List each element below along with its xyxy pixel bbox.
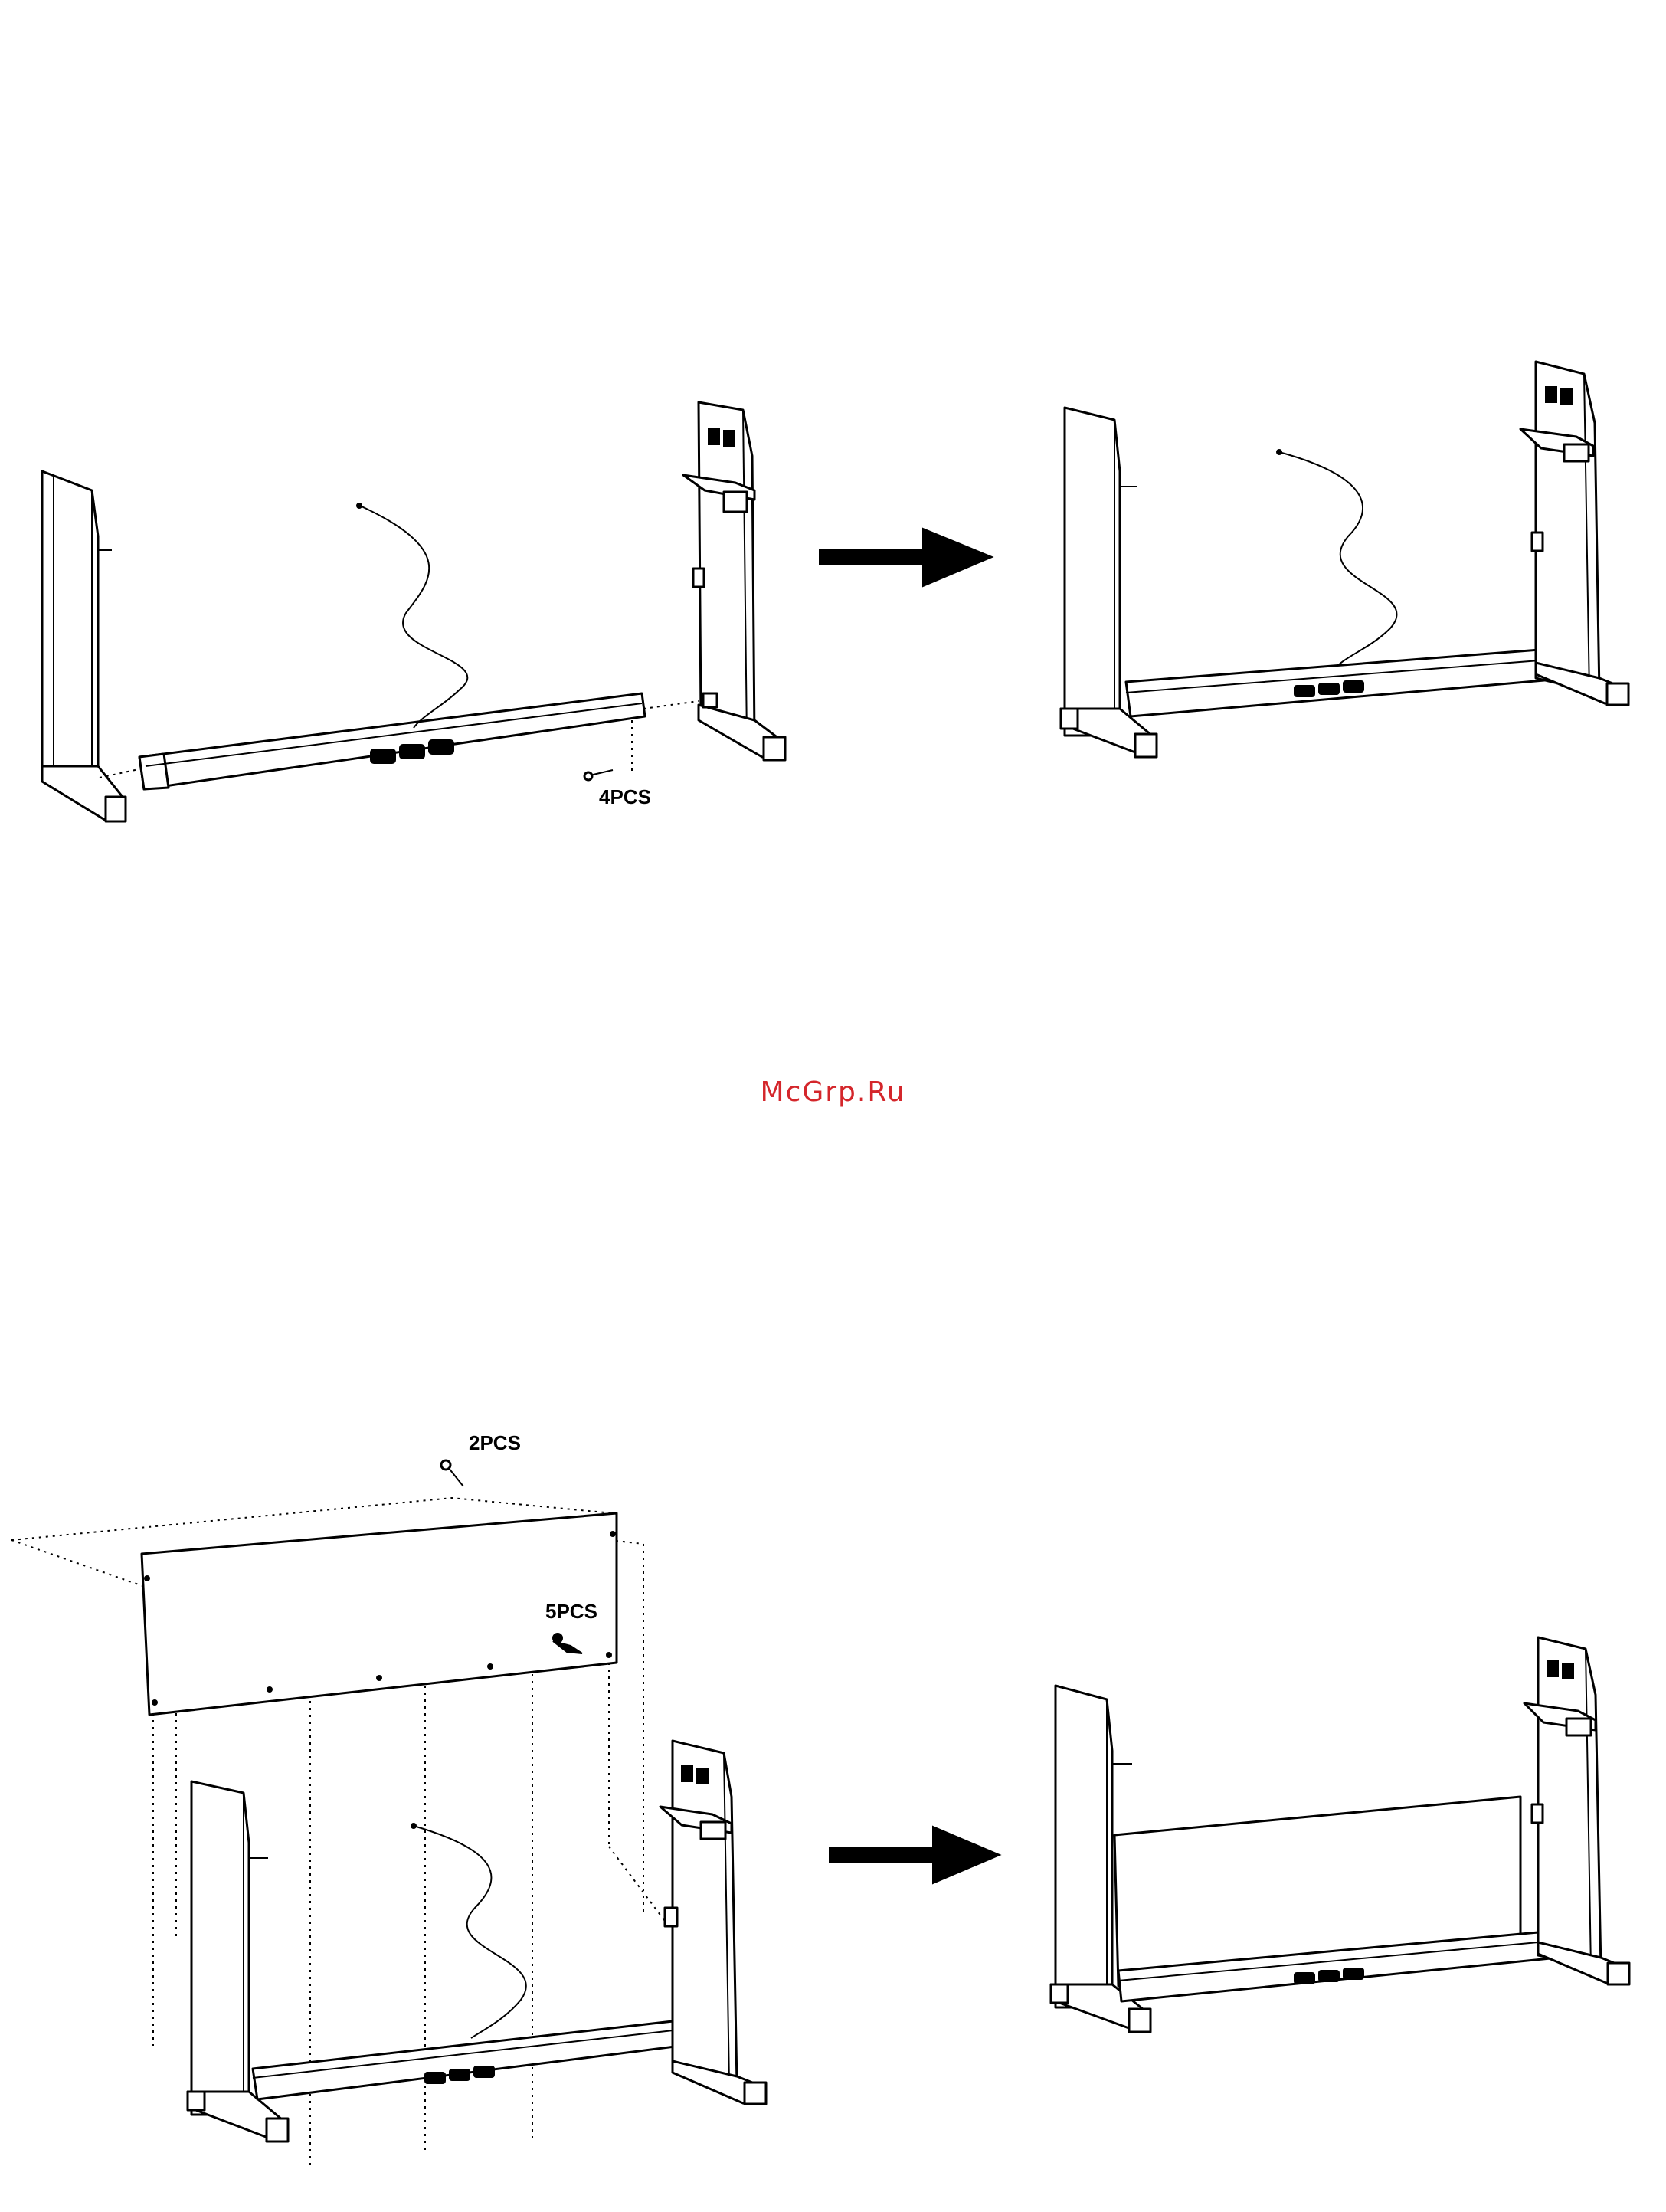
step1-left-side-panel bbox=[42, 471, 126, 821]
step2-arrow-icon bbox=[830, 1827, 1000, 1883]
watermark: McGrp.Ru bbox=[0, 1077, 1666, 1108]
step1-right-side-panel bbox=[683, 402, 785, 760]
step1-screw-icon bbox=[584, 770, 613, 780]
step2-pedal-rail bbox=[253, 1824, 693, 2099]
step1-result-rail bbox=[1126, 450, 1544, 716]
step1-arrow-icon bbox=[820, 529, 992, 586]
step2-bolt-count-label: 2PCS bbox=[469, 1431, 521, 1455]
step1-exploded-illustration bbox=[42, 402, 785, 821]
step1-assembled-illustration bbox=[1061, 362, 1628, 757]
step2-assembled-illustration bbox=[1051, 1637, 1629, 2032]
step1-pedal-cable bbox=[360, 506, 467, 728]
step2-exploded-illustration bbox=[11, 1460, 766, 2168]
step1-pedal-rail bbox=[139, 503, 645, 789]
step1-result-right-panel bbox=[1520, 362, 1628, 705]
step1-screw-count-label: 4PCS bbox=[599, 785, 651, 809]
step2-right-side-panel bbox=[660, 1741, 766, 2104]
step2-screw-count-label: 5PCS bbox=[545, 1600, 597, 1624]
step2-bolt-icon bbox=[441, 1460, 463, 1486]
step2-result-right-panel bbox=[1524, 1637, 1629, 1984]
